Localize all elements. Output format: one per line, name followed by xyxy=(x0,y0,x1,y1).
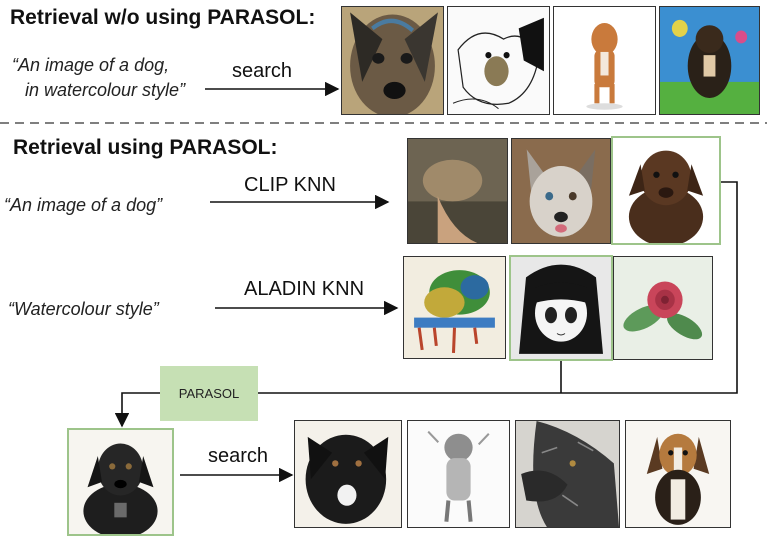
top-result-1-image xyxy=(341,6,444,115)
top-result-3-image xyxy=(553,6,656,115)
aladin-result-3-image xyxy=(613,256,713,360)
bottom-search-label: search xyxy=(208,445,269,467)
aladin-result-1-image xyxy=(403,256,506,359)
top-query-line1: “An image of a dog, xyxy=(12,55,170,75)
final-result-4-image xyxy=(625,420,731,528)
top-search-label: search xyxy=(232,60,293,82)
aladin-query: “Watercolour style” xyxy=(8,299,159,319)
final-result-2-image xyxy=(407,420,510,528)
clip-result-1-image xyxy=(407,138,508,244)
clip-result-3-image-selected xyxy=(611,136,721,245)
final-result-1-image xyxy=(294,420,402,528)
parasol-output-arrow xyxy=(114,392,160,428)
aladin-knn-label: ALADIN KNN xyxy=(244,278,365,300)
clip-to-parasol-line xyxy=(258,181,738,394)
clip-knn-label: CLIP KNN xyxy=(244,174,336,196)
aladin-result-2-image-selected xyxy=(509,255,613,361)
parasol-query-image xyxy=(67,428,174,536)
final-result-3-image xyxy=(515,420,620,528)
top-query-line2: in watercolour style” xyxy=(25,80,186,100)
top-heading: Retrieval w/o using PARASOL: xyxy=(10,6,316,29)
top-result-4-image xyxy=(659,6,760,115)
bottom-heading: Retrieval using PARASOL: xyxy=(13,136,278,159)
parasol-box: PARASOL xyxy=(160,366,258,421)
clip-query: “An image of a dog” xyxy=(4,195,163,215)
top-result-2-image xyxy=(447,6,550,115)
clip-result-2-image xyxy=(511,138,611,244)
